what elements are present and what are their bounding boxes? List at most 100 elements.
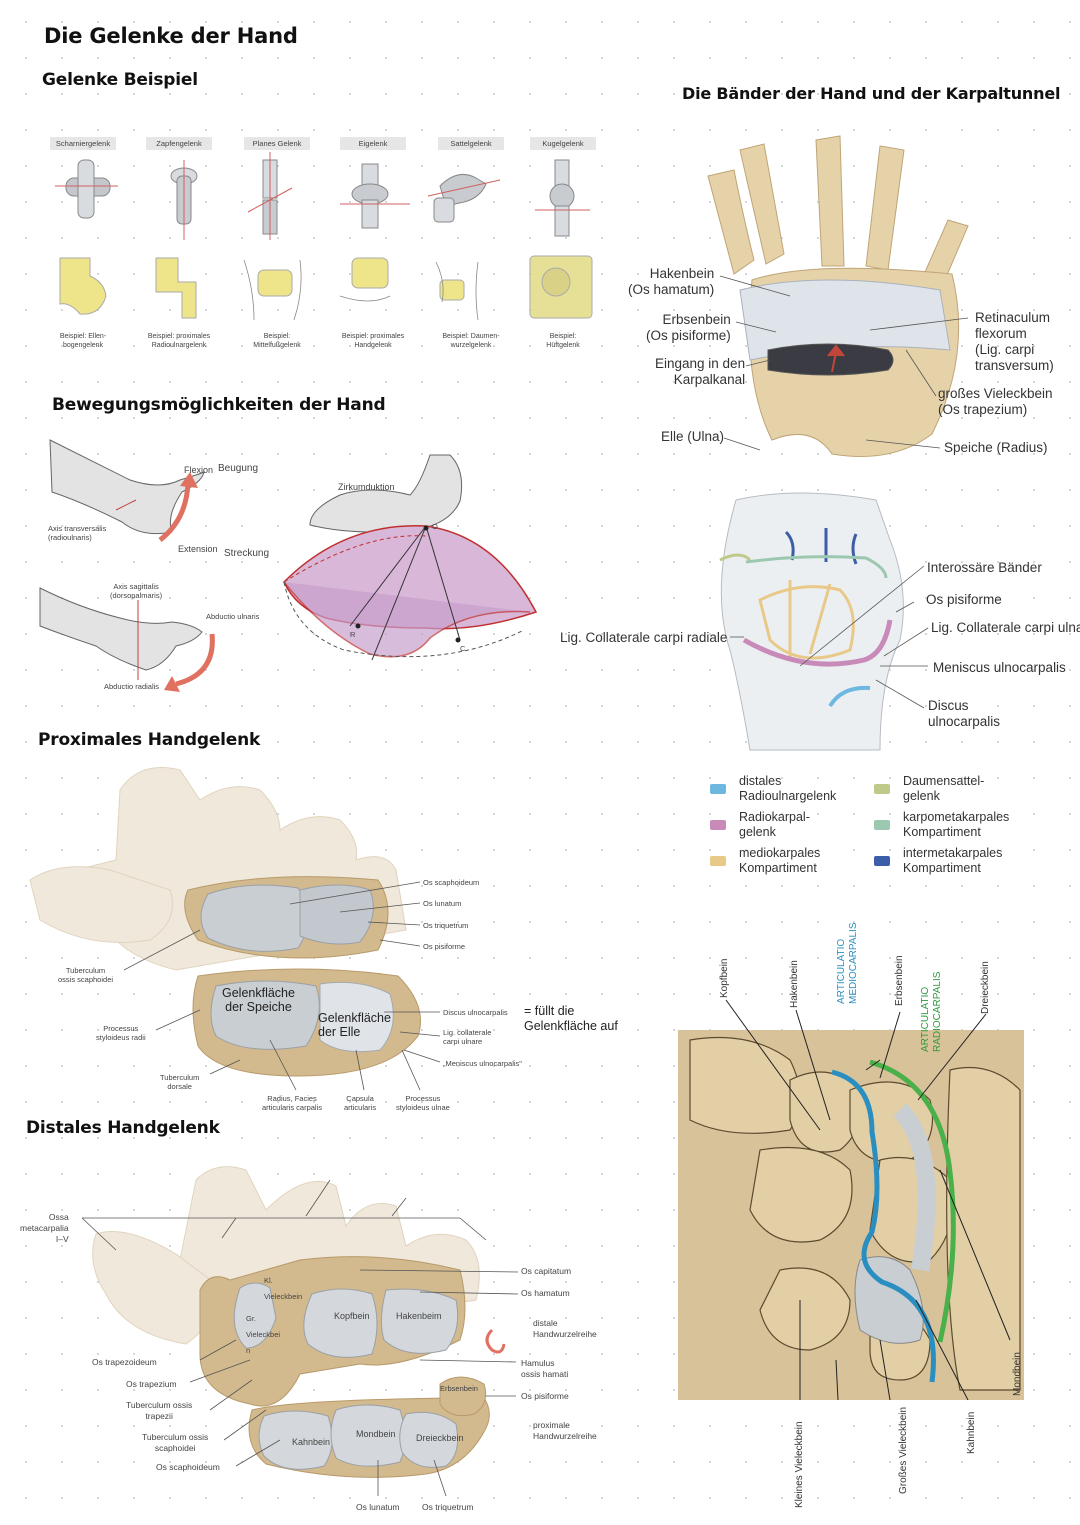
point-c: C	[460, 644, 466, 653]
label-tuberculum-dorsale: Tuberculum dorsale	[160, 1073, 200, 1091]
articulatio-radiocarpalis-line	[869, 1059, 956, 1343]
vlabel-dreieckbein: Dreieckbein	[980, 961, 991, 1014]
hand-abduction-sketch	[39, 587, 203, 671]
label-zirkumduktion: Zirkumduktion	[338, 482, 395, 492]
section-bewegung: Bewegungsmöglichkeiten der Hand	[52, 395, 386, 415]
note-fuellt-gelenkflaeche: = füllt die Gelenkfläche auf	[524, 1004, 618, 1033]
vlabel-kahnbein: Kahnbein	[966, 1411, 977, 1454]
section-gelenke-beispiel: Gelenke Beispiel	[42, 70, 198, 90]
hand-flexion-sketch	[49, 439, 205, 535]
label-erbsenbein-tunnel: Erbsenbein (Os pisiforme)	[646, 312, 731, 343]
joint-type-label: Planes Gelenk	[244, 137, 310, 150]
label-os-triquetrum-distal: Os triquetrum	[422, 1502, 474, 1512]
label-gelenkflaeche-speiche: Gelenkfläche der Speiche	[222, 986, 295, 1014]
label-streckung: Streckung	[224, 548, 270, 559]
vlabel-art-mediocarpalis: ARTICULATIO MEDIOCARPALIS	[836, 922, 859, 1005]
flexion-arrow	[158, 483, 191, 542]
label-tub-scaphoidei-distal: Tuberculum ossis scaphoidei	[142, 1432, 209, 1453]
label-erbsenbein-distal: Erbsenbein	[440, 1384, 478, 1393]
label-vieleckbein-2: Vieleckbei	[246, 1330, 281, 1339]
page-title: Die Gelenke der Hand	[44, 24, 298, 48]
point-r: R	[350, 630, 356, 639]
label-abductio-ulnaris: Abductio ulnaris	[206, 612, 260, 621]
label-os-trapezoideum: Os trapezoideum	[92, 1357, 157, 1367]
label-os-capitatum: Os capitatum	[521, 1266, 572, 1276]
label-axis-sagittalis: Axis sagittalis (dorsopalmaris)	[110, 582, 163, 600]
legend-swatch	[710, 856, 726, 866]
label-kl: Kl.	[264, 1276, 273, 1285]
joint-example-label: Beispiel: Mittelfußgelenk	[253, 333, 301, 349]
vlabel-kopfbein: Kopfbein	[719, 958, 730, 998]
label-tub-trapezii: Tuberculum ossis trapezii	[126, 1400, 193, 1421]
label-abductio-radialis: Abductio radialis	[104, 682, 160, 691]
label-capsula-articularis: Capsula articularis	[344, 1094, 377, 1112]
label-os-pisiforme: Os pisiforme	[423, 942, 466, 951]
label-os-trapezium: Os trapezium	[126, 1379, 177, 1389]
label-os-pisiforme-lig: Os pisiforme	[926, 592, 1002, 607]
label-ossa-metacarpalia: Ossa metacarpalia I–V	[20, 1212, 69, 1244]
legend-swatch	[874, 784, 890, 794]
label-kahnbein-distal: Kahnbein	[292, 1437, 331, 1447]
legend-label: distales Radioulnargelenk	[739, 774, 837, 803]
label-beugung: Beugung	[218, 463, 259, 474]
label-discus-ulnocarpalis: Discus ulnocarpalis	[443, 1008, 508, 1017]
label-os-pisiforme-distal: Os pisiforme	[521, 1391, 569, 1401]
label-vieleckbein-1: Vieleckbein	[264, 1292, 303, 1301]
abduction-arrow	[175, 633, 215, 687]
legend-label: Radiokarpal- gelenk	[739, 810, 810, 839]
label-gr: Gr.	[246, 1314, 257, 1323]
label-lig-coll-ulna: Lig. Collaterale carpi ulna	[931, 620, 1080, 635]
legend-label: karpometakarpales Kompartiment	[903, 810, 1010, 839]
articulatio-mediocarpalis-line	[831, 1069, 936, 1383]
hinge-joint-model	[55, 159, 118, 219]
label-kopfbein: Kopfbein	[334, 1311, 370, 1321]
legend-swatch	[874, 820, 890, 830]
pivot-joint-model	[170, 160, 198, 240]
label-hakenbeim: Hakenbeim	[396, 1311, 442, 1321]
label-processus-radii: Processus styloideus radii	[96, 1024, 146, 1042]
label-meniscus-ulnocarpalis: „Meniscus ulnocarpalis"	[443, 1059, 522, 1068]
label-grosses-vieleckbein: großes Vieleckbein (Os trapezium)	[938, 386, 1053, 417]
ball-joint-model	[535, 159, 590, 237]
joint-example-label: Beispiel: Hüftgelenk	[546, 333, 580, 349]
joint-type-label: Eigelenk	[340, 137, 406, 150]
joint-type-label: Zapfengelenk	[146, 137, 212, 150]
label-lig-coll-radiale: Lig. Collaterale carpi radiale	[560, 630, 728, 645]
joint-type-label: Kugelgelenk	[530, 137, 596, 150]
label-os-scaphoideum: Os scaphoideum	[423, 878, 480, 887]
section-distal: Distales Handgelenk	[26, 1118, 220, 1138]
vlabel-hakenbein: Hakenbein	[789, 960, 800, 1008]
label-flexion: Flexion	[184, 465, 214, 475]
vlabel-grosses-vieleckbein: Großes Vieleckbein	[898, 1406, 909, 1494]
vlabel-kleines-vieleckbein: Kleines Vieleckbein	[794, 1421, 805, 1508]
label-mondbein-distal: Mondbein	[356, 1429, 396, 1439]
label-distale-reihe: distale Handwurzelreihe	[533, 1318, 597, 1339]
point-o: O	[432, 522, 438, 531]
label-os-lunatum: Os lunatum	[423, 899, 462, 908]
vlabel-erbsenbein: Erbsenbein	[894, 955, 905, 1006]
saddle-joint-model	[427, 173, 501, 223]
joint-type-label: Sattelgelenk	[438, 137, 504, 150]
legend-label: Daumensattel- gelenk	[903, 774, 985, 803]
label-processus-ulnae: Processus styloideus ulnae	[396, 1094, 450, 1112]
joint-bone-examples	[59, 255, 593, 319]
section-baender: Die Bänder der Hand und der Karpaltunnel	[682, 84, 1061, 103]
label-os-lunatum-distal: Os lunatum	[356, 1502, 400, 1512]
ellipsoid-joint-model	[340, 163, 410, 229]
legend-swatch	[710, 784, 726, 794]
label-os-triquetrum: Os triquetrum	[423, 921, 469, 930]
label-extension: Extension	[178, 544, 218, 554]
label-hamulus: Hamulus ossis hamati	[521, 1358, 569, 1379]
plane-joint-model	[247, 152, 293, 240]
label-eingang-karpalkanal: Eingang in den Karpalkanal	[655, 356, 746, 387]
legend-swatch	[874, 856, 890, 866]
label-retinaculum-flexorum: Retinaculum flexorum (Lig. carpi transve…	[975, 310, 1054, 373]
label-dreieckbein-distal: Dreieckbein	[416, 1433, 464, 1443]
label-os-hamatum: Os hamatum	[521, 1288, 570, 1298]
joint-type-label: Scharniergelenk	[50, 137, 116, 150]
legend-label: mediokarpales Kompartiment	[739, 846, 821, 875]
label-hakenbein-tunnel: Hakenbein (Os hamatum)	[628, 266, 715, 297]
label-discus-lig: Discus ulnocarpalis	[928, 698, 1001, 729]
label-axis-transversalis: Axis transversalis (radioulnaris)	[48, 524, 107, 542]
section-proximal: Proximales Handgelenk	[38, 730, 261, 750]
